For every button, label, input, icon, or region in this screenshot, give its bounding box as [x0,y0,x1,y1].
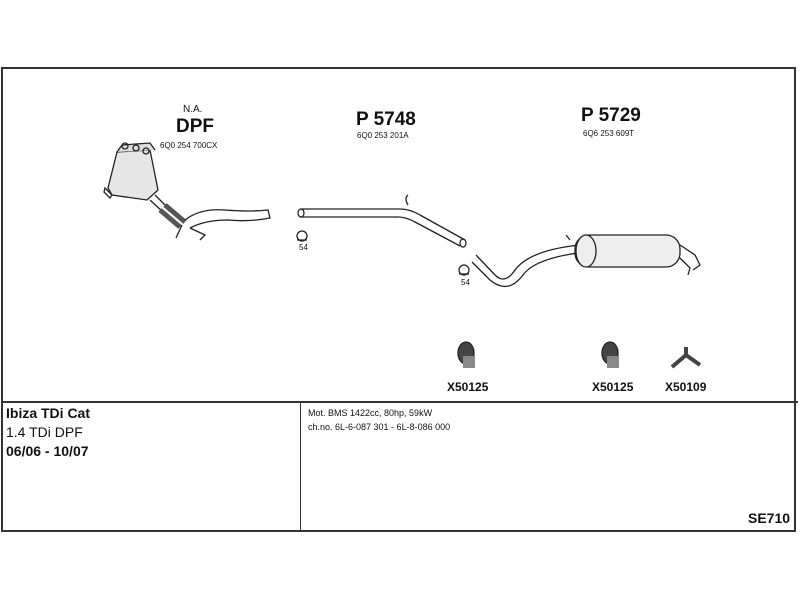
motor-details: Mot. BMS 1422cc, 80hp, 59kW [308,408,433,418]
rubber-mount-icon [601,341,619,368]
mounting-code: X50125 [592,380,634,394]
system-code: SE710 [748,510,791,526]
front-pipe-part[interactable] [297,194,467,248]
chassis-numbers: ch.no. 6L-6-087 301 - 6L-8-086 000 [308,422,451,432]
vehicle-period: 06/06 - 10/07 [6,443,89,459]
clamp-icon [296,230,308,242]
vehicle-engine: 1.4 TDi DPF [6,424,83,440]
front-pipe-oe-number: 6Q0 253 201A [357,131,409,140]
rubber-mount-icon [457,341,475,368]
dpf-part[interactable] [103,142,271,241]
vehicle-model: Ibiza TDi Cat [6,405,91,421]
bracket-icon [670,347,702,369]
clamp-label: 54 [299,243,308,252]
mounting-code: X50109 [665,380,707,394]
divider [300,402,301,532]
rear-silencer-oe-number: 6Q6 253 609T [583,129,635,138]
dpf-oe-number: 6Q0 254 700CX [160,141,218,150]
rear-silencer-label: P 5729 [581,105,641,126]
clamp-label: 54 [461,278,470,287]
mounting-code: X50125 [447,380,489,394]
diagram-frame [1,67,796,532]
front-pipe-label: P 5748 [356,109,416,130]
divider [1,401,798,403]
rear-silencer-part[interactable] [471,234,701,287]
dpf-note: N.A. [183,104,203,115]
clamp-icon [458,264,470,276]
dpf-label: DPF [176,116,214,137]
